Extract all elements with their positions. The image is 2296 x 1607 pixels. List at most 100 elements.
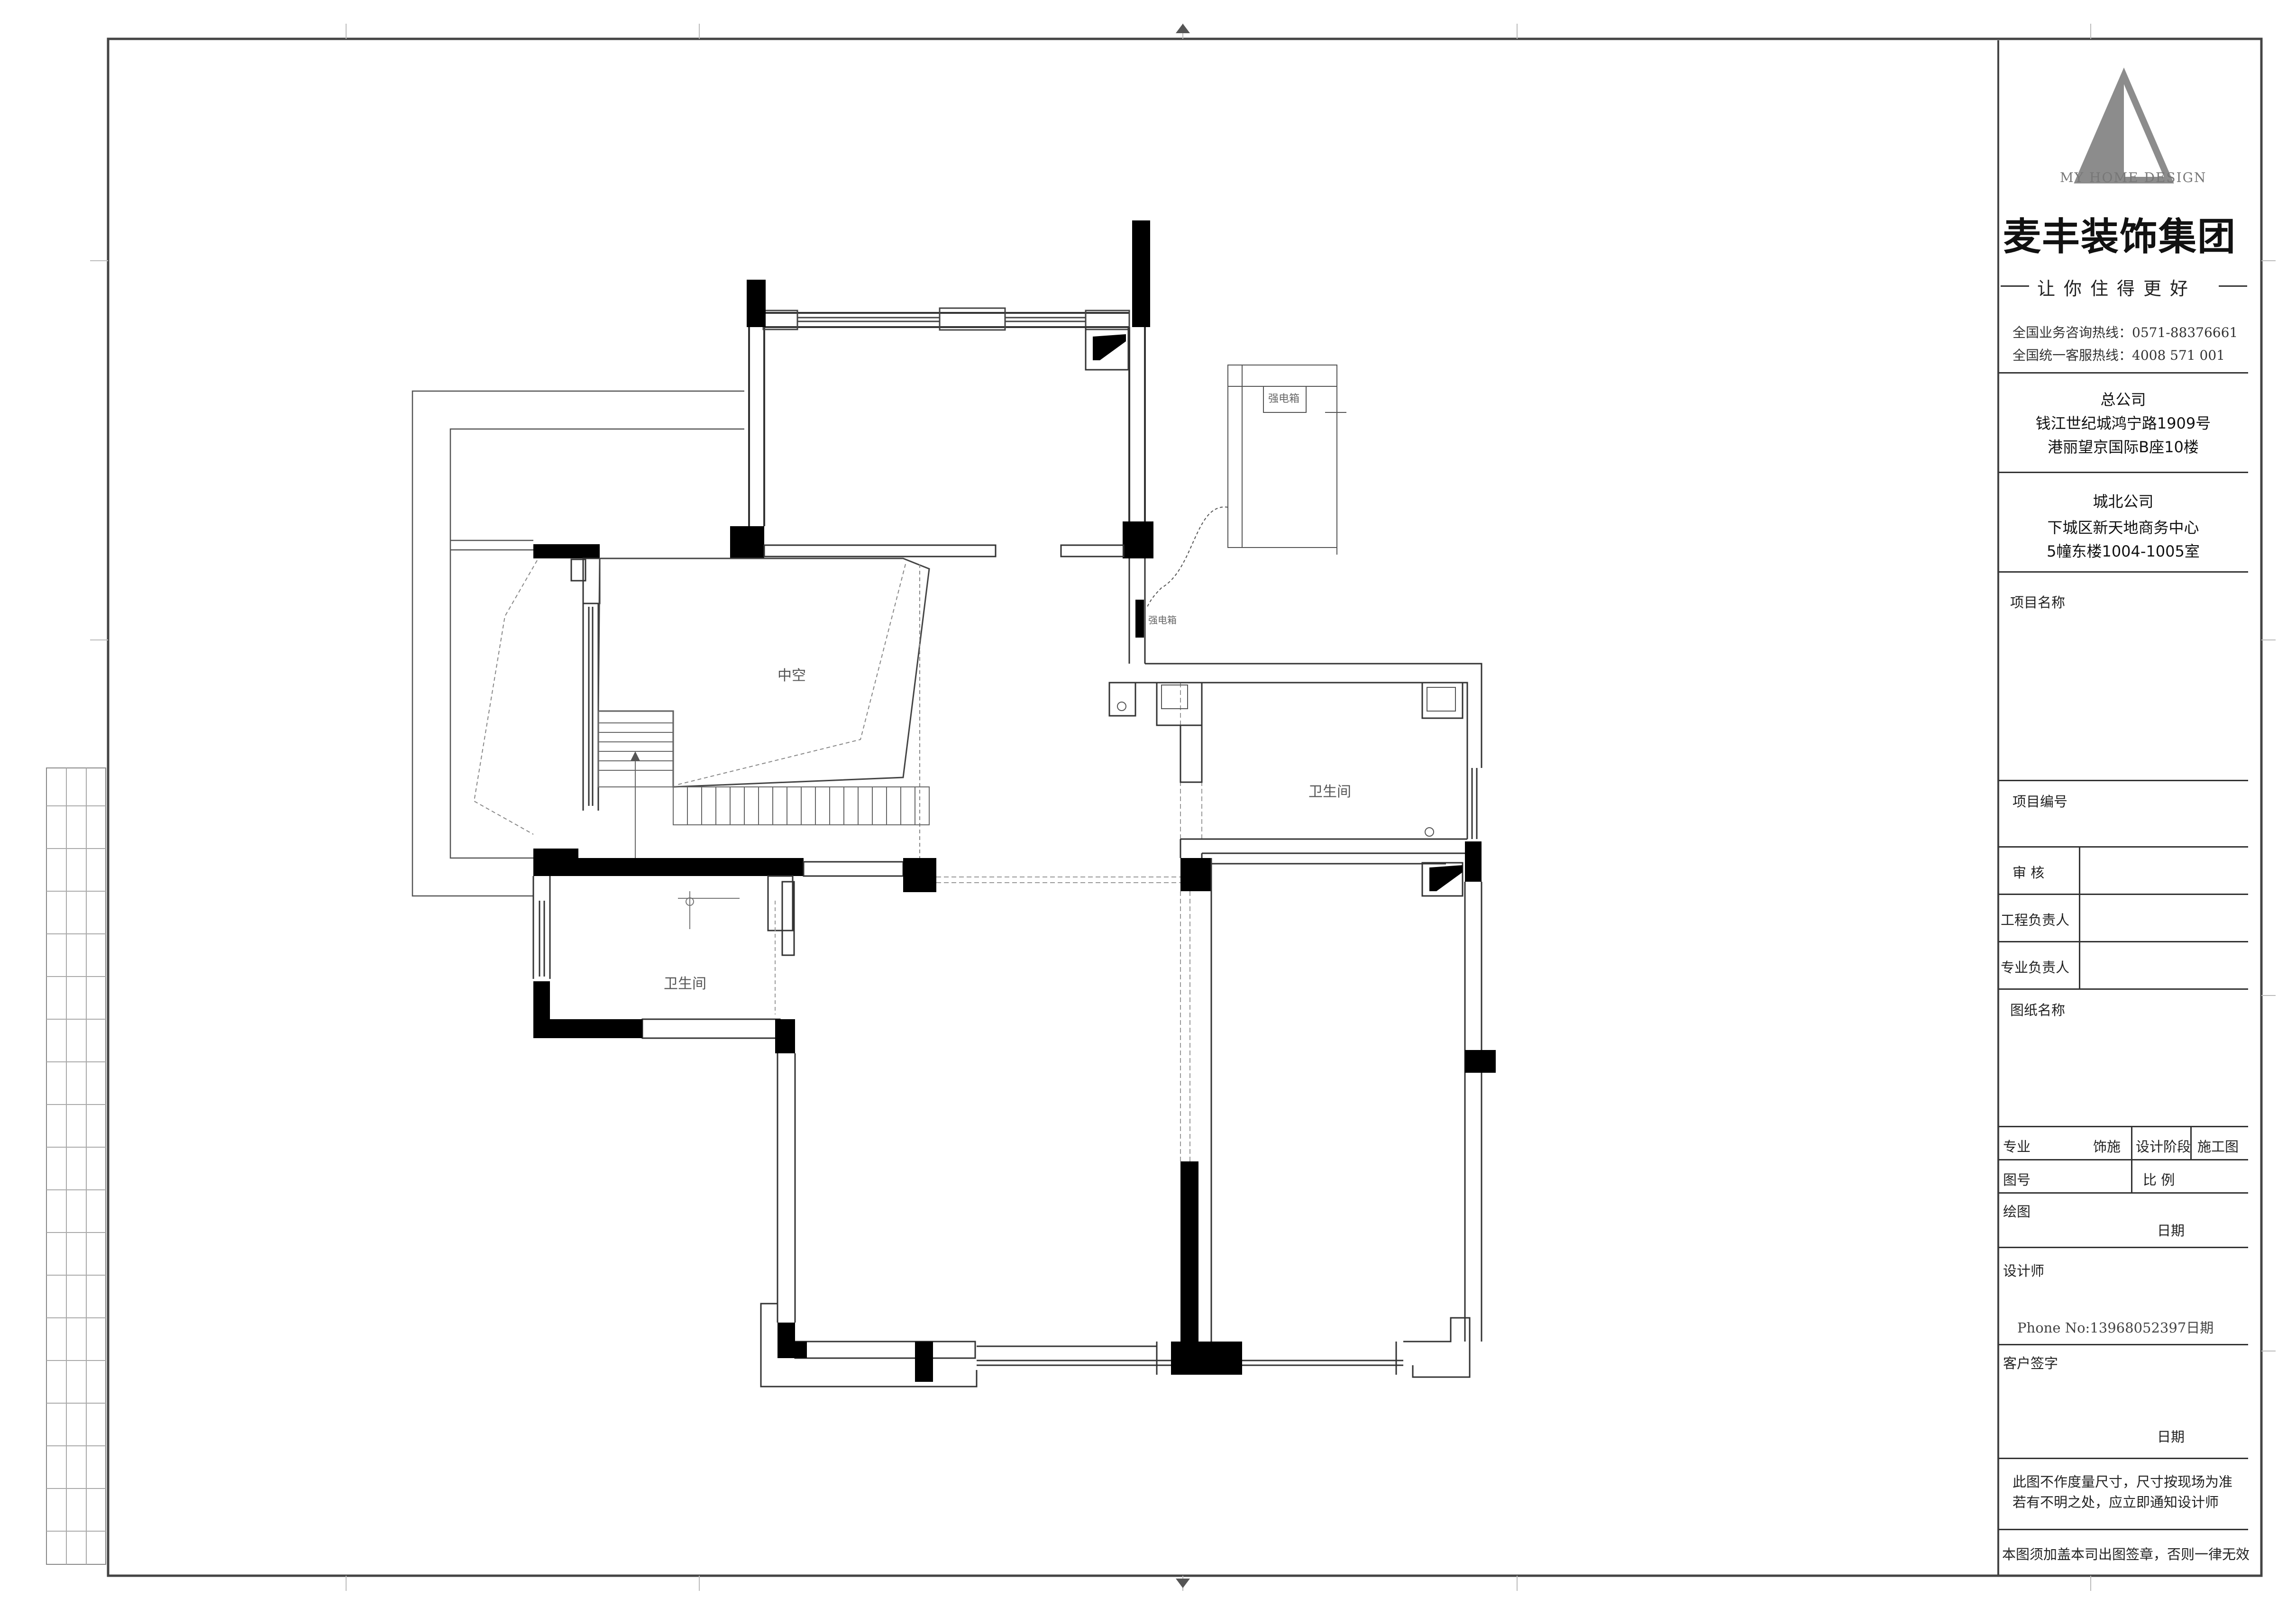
void-room-walls [570,557,601,811]
company-name: 麦丰装饰集团 [2003,215,2236,259]
stairs [598,711,930,863]
hotline-service: 全国统一客服热线：4008 571 001 [2012,347,2225,363]
electric-box-small [1135,600,1144,638]
column [778,1323,795,1358]
notice-section: 此图不作度量尺寸，尺寸按现场为准 若有不明之处，应立即通知设计师 [1998,1458,2248,1529]
drawer-row: 绘图 日期 [1998,1192,2248,1247]
drawing-no-label: 图号 [2003,1172,2031,1188]
designer-row: 设计师 Phone No:13968052397日期 [1998,1247,2248,1344]
terrace-dashed-path [473,554,541,835]
review-label: 审 核 [2012,865,2045,881]
electric-box-small-tag: 强电箱 [1148,614,1177,626]
hq-address-1: 钱江世纪城鸿宁路1909号 [2035,414,2211,432]
hq-title: 总公司 [2100,391,2146,409]
top-room-bottom-wall [763,544,1125,557]
eng-lead-label: 工程负责人 [2001,912,2070,928]
void-dashed [677,564,906,785]
electric-box-tag: 强电箱 [1268,393,1299,405]
column [1465,1050,1496,1073]
notice-line-1: 此图不作度量尺寸，尺寸按现场为准 [2012,1474,2233,1490]
fixture-square [1161,685,1188,709]
column [903,858,936,892]
bottom-center-marker [1176,1579,1190,1588]
left-scale-ticks [46,768,106,1564]
room-void-label: 中空 [778,667,806,684]
room-bath-right-label: 卫生间 [1308,784,1351,800]
column [775,1019,795,1053]
column [795,1342,807,1358]
company-logo [2069,57,2178,199]
left-scale-strip [46,767,106,1565]
outer-frame [107,37,2263,1577]
column [747,280,766,327]
discipline-label: 专业 [2003,1139,2031,1155]
review-row: 审 核 [1998,846,2248,990]
column [1171,1342,1242,1375]
room-bath-left-label: 卫生间 [664,976,706,992]
wall [533,858,804,876]
column [730,526,764,558]
design-stage-value: 施工图 [2197,1139,2239,1155]
floor-drain [1117,702,1126,711]
stair-arrow [631,751,640,761]
column [1180,858,1211,891]
top-room-niche [1085,326,1129,371]
notice-line-3: 本图须加盖本司出图签章，否则一律无效 [2002,1546,2250,1562]
hq-address-2: 港丽望京国际B座10楼 [2048,438,2199,456]
project-no-label: 项目编号 [2012,794,2068,810]
wall [803,861,904,877]
north-title: 城北公司 [2093,493,2154,511]
drawer-label: 绘图 [2003,1204,2031,1220]
top-room-niche-fill [1093,334,1126,360]
project-name-label: 项目名称 [2010,594,2066,611]
date-label-1: 日期 [2157,1223,2185,1239]
designer-phone: Phone No:13968052397日期 [2017,1320,2214,1336]
design-stage-label: 设计阶段 [2136,1139,2191,1155]
triangle-logo-icon [2074,67,2174,183]
project-name-section: 项目名称 [1998,571,2248,780]
slogan: 让你住得更好 [2037,278,2197,299]
column [1123,521,1153,558]
fixture-square [1427,687,1456,712]
hotline-consult: 全国业务咨询热线：0571-88376661 [2012,325,2238,340]
wall [533,1019,642,1038]
north-branch-section: 城北公司 下城区新天地商务中心 5幢东楼1004-1005室 [1998,472,2248,571]
bath-left-fixture [678,891,740,929]
hq-section: 总公司 钱江世纪城鸿宁路1909号 港丽望京国际B座10楼 [1998,372,2248,472]
client-sign-row: 客户签字 日期 [1998,1344,2248,1458]
validity-section: 本图须加盖本司出图签章，否则一律无效 [1998,1529,2250,1569]
client-sign-label: 客户签字 [2003,1355,2058,1371]
project-no-section: 项目编号 [1998,780,2248,846]
slogan-rule-left [2001,285,2029,287]
designer-label: 设计师 [2003,1263,2045,1279]
drawing-name-section: 图纸名称 [1998,988,2248,1126]
scale-label: 比 例 [2143,1172,2175,1188]
drawing-no-row: 图号 比 例 [1998,1159,2248,1192]
void-area [597,557,930,788]
pro-lead-label: 专业负责人 [2001,959,2070,976]
column [533,544,600,558]
right-area-walls [1108,558,1482,1342]
logo-text: MY HOME DESIGN [2060,170,2207,185]
bath-left-walls [532,875,795,1039]
slogan-rule-right [2219,285,2247,287]
column [915,1342,933,1382]
north-address-2: 5幢东楼1004-1005室 [2047,542,2200,560]
title-block: MY HOME DESIGN 麦丰装饰集团 让你住得更好 全国业务咨询热线：05… [1998,43,2250,1569]
pro-lead-row: 专业负责人 [1998,941,2248,988]
column [533,849,578,858]
column [1465,841,1482,882]
notice-line-2: 若有不明之处，应立即通知设计师 [2012,1494,2219,1510]
column [1132,220,1150,327]
eng-lead-row: 工程负责人 [1998,894,2248,941]
niche-fill [1429,865,1463,891]
north-address-1: 下城区新天地商务中心 [2047,519,2199,537]
top-room-walls [748,312,1146,526]
discipline-row: 专业 饰施 设计阶段 施工图 [1998,1126,2248,1194]
electric-box-detail [1147,365,1346,607]
column [1180,1161,1198,1360]
drawing-name-label: 图纸名称 [2010,1002,2066,1018]
lower-area-walls [760,1053,1471,1388]
